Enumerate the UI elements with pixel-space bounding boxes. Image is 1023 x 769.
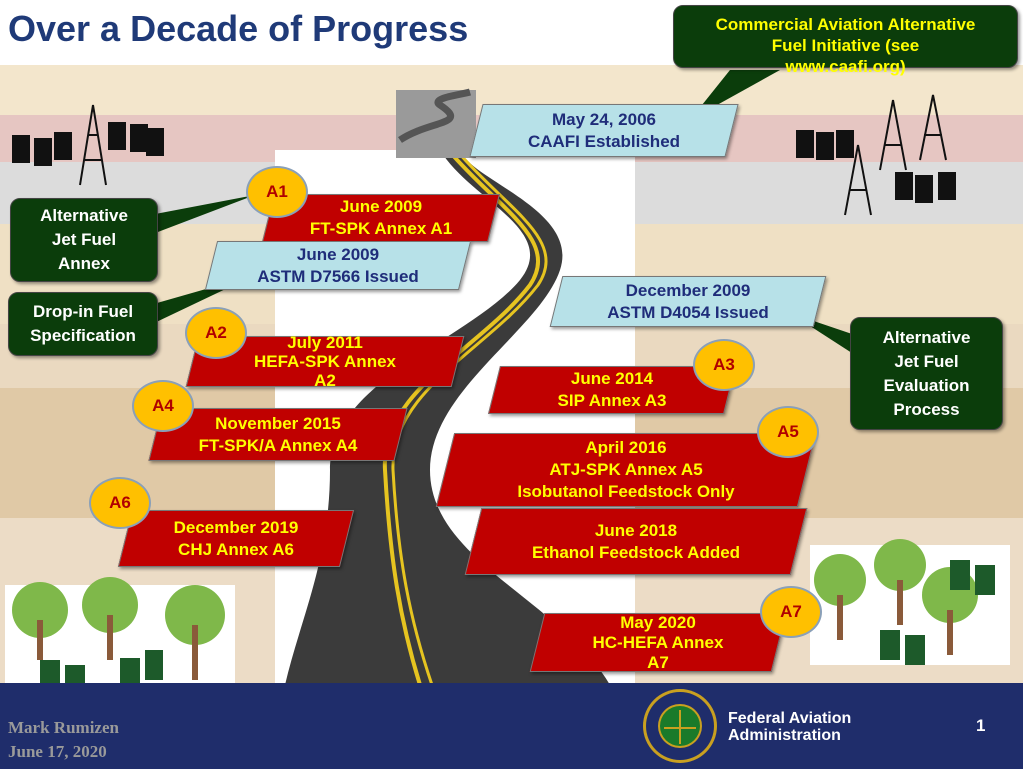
- badge-a6: A6: [89, 477, 151, 529]
- milestone-text: ASTM D4054 Issued: [607, 302, 769, 322]
- milestone-date: June 2009: [339, 197, 423, 216]
- faa-seal-icon: [643, 689, 717, 763]
- callout-line: Jet Fuel: [894, 351, 959, 371]
- milestone-text: A7: [647, 652, 669, 672]
- badge-a7: A7: [760, 586, 822, 638]
- milestone-text: HC-HEFA Annex: [592, 632, 724, 652]
- milestone-date: May 2020: [620, 612, 696, 632]
- milestone-date: May 24, 2006: [552, 109, 656, 129]
- milestone-text: HEFA-SPK Annex: [253, 352, 396, 371]
- milestone-date: July 2011: [287, 333, 363, 352]
- milestone-text: FT-SPK Annex A1: [309, 219, 453, 238]
- oil-barrels-icon: [12, 122, 956, 203]
- callout-line: Process: [893, 399, 960, 419]
- footer: [0, 683, 1023, 769]
- callout-line: www.caafi.org): [785, 57, 906, 76]
- milestone-date: December 2009: [625, 280, 751, 300]
- callout-line: Fuel Initiative (see: [771, 36, 920, 55]
- milestone-date: June 2018: [594, 520, 678, 540]
- decorations: [5, 70, 1010, 695]
- milestone-date: December 2019: [173, 517, 299, 537]
- annex-callout: Alternative Jet Fuel Annex: [10, 198, 158, 282]
- milestone-text: CHJ Annex A6: [178, 539, 294, 559]
- faa-wordmark: Federal Aviation Administration: [728, 710, 851, 744]
- badge-a2: A2: [185, 307, 247, 359]
- milestone-date: June 2009: [296, 244, 380, 264]
- milestone-text: A2: [314, 371, 336, 390]
- badge-a3: A3: [693, 339, 755, 391]
- page-title: Over a Decade of Progress: [8, 8, 469, 49]
- milestone-date: June 2014: [570, 369, 654, 388]
- tree-icon: [5, 539, 1010, 695]
- callout-line: Alternative: [40, 206, 128, 225]
- milestone-text: FT-SPK/A Annex A4: [198, 435, 358, 455]
- callout-line: Drop-in Fuel: [32, 302, 134, 321]
- milestone-text: CAAFI Established: [527, 131, 681, 151]
- milestone-text: ASTM D7566 Issued: [257, 266, 419, 286]
- callout-line: Commercial Aviation Alternative: [715, 15, 976, 34]
- milestone-text: Isobutanol Feedstock Only: [517, 482, 735, 501]
- author: Mark Rumizen: [8, 718, 119, 737]
- milestone-text: ATJ-SPK Annex A5: [549, 460, 703, 479]
- callout-line: Specification: [30, 326, 136, 345]
- badge-a5: A5: [757, 406, 819, 458]
- milestone-text: Ethanol Feedstock Added: [531, 542, 741, 562]
- caafi-callout: Commercial Aviation Alternative Fuel Ini…: [673, 5, 1018, 76]
- callout-line: Alternative: [882, 327, 971, 347]
- page-number: 1: [976, 716, 986, 735]
- evaluation-callout: Alternative Jet Fuel Evaluation Process: [850, 317, 1003, 430]
- presentation-date: June 17, 2020: [8, 742, 107, 761]
- milestone-date: November 2015: [215, 413, 341, 433]
- badge-a1: A1: [246, 166, 308, 218]
- dropin-callout: Drop-in Fuel Specification: [8, 292, 158, 356]
- agency-line: Administration: [728, 727, 841, 744]
- callout-line: Annex: [58, 254, 110, 273]
- callout-line: Jet Fuel: [51, 230, 117, 249]
- oil-derrick-icon: [79, 94, 947, 216]
- badge-a4: A4: [132, 380, 194, 432]
- agency-line: Federal Aviation: [728, 710, 852, 727]
- milestone-text: SIP Annex A3: [557, 391, 667, 410]
- milestone-date: April 2016: [585, 438, 667, 457]
- callout-line: Evaluation: [883, 375, 970, 395]
